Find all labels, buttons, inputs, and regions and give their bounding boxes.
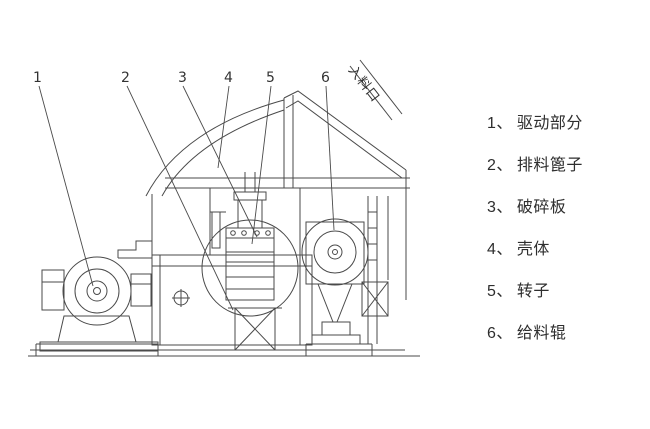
legend-num: 5、 [487,283,513,300]
callout-5: 5 [266,70,275,86]
feed-chute [349,59,403,121]
drive-motor [39,256,159,352]
legend-label: 驱动部分 [516,115,583,132]
legend-num: 2、 [487,157,513,174]
legend-item-rotor: 5、 转子 [487,278,647,300]
lower-housing [117,240,313,346]
legend-item-drive: 1、 驱动部分 [487,110,647,132]
legend-label: 排料篦子 [516,157,583,174]
inlet-label: 入料口 [345,63,383,105]
legend-item-crushing-plate: 3、 破碎板 [487,194,647,216]
support-truss [226,307,284,351]
legend-item-grate: 2、 排料篦子 [487,152,647,174]
callout-2: 2 [121,70,130,86]
legend-label: 转子 [516,283,550,300]
callouts: 1 2 3 4 5 6 [33,70,335,311]
crusher-diagram: 1 2 3 4 5 6 入料口 [28,59,420,357]
feed-roller [301,218,369,345]
legend-label: 给料辊 [516,325,567,342]
legend-item-shell: 4、 壳体 [487,236,647,258]
legend-num: 4、 [487,241,513,258]
machine-base [28,343,420,357]
legend: 1、 驱动部分 2、 排料篦子 3、 破碎板 4、 壳体 5、 转子 6、 给料… [487,110,647,362]
callout-4: 4 [224,70,233,86]
rotor [201,172,299,317]
legend-label: 破碎板 [516,199,567,216]
discharge-column [361,196,389,344]
callout-1: 1 [33,70,42,86]
legend-item-feed-roller: 6、 给料辊 [487,320,647,342]
callout-6: 6 [321,70,330,86]
legend-num: 1、 [487,115,513,132]
upper-shell [145,90,410,300]
callout-3: 3 [178,70,187,86]
legend-label: 壳体 [516,241,550,258]
legend-num: 6、 [487,325,513,342]
legend-num: 3、 [487,199,513,216]
